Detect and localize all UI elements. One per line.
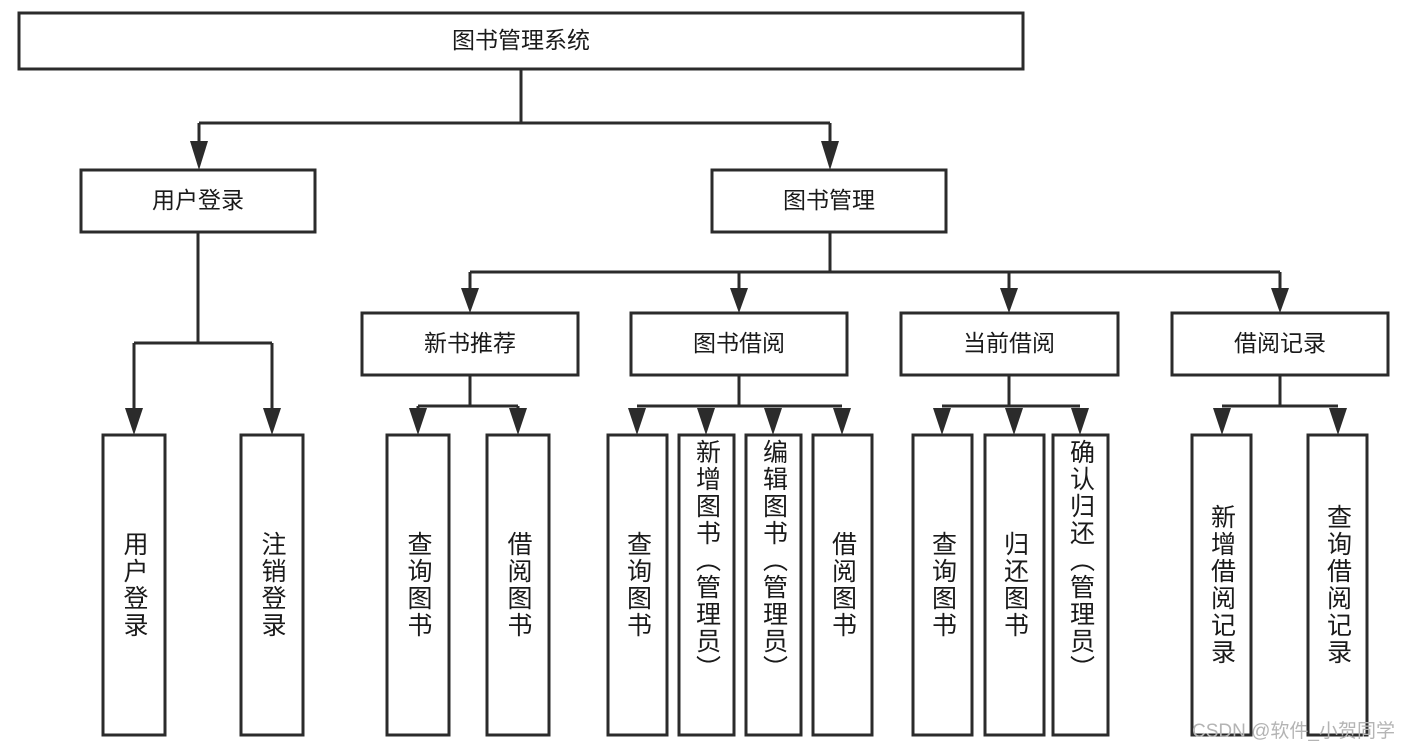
connector-new-book-rec-to-leaves [409, 375, 527, 435]
leaf-return-book-box[interactable] [983, 433, 1046, 737]
connector-borrow-record-to-leaves [1213, 375, 1347, 435]
arrowhead-current-borrow [1000, 288, 1018, 313]
node-book-borrow-label: 图书借阅 [693, 330, 785, 356]
connector-current-borrow-to-leaves [933, 375, 1089, 435]
arrowhead-leaf-logout [263, 408, 281, 435]
leaf-query-book-1-box[interactable] [385, 433, 451, 737]
arrowhead-leaf-query-record [1329, 408, 1347, 435]
leaf-user-login-label: 用户登录 [120, 531, 148, 639]
arrowhead-user-login [190, 141, 208, 170]
leaf-edit-book[interactable]: 编辑图书（管理员） [746, 435, 801, 735]
node-current-borrow-box[interactable] [899, 311, 1120, 377]
arrowhead-borrow-record [1271, 288, 1289, 313]
node-borrow-record-box[interactable] [1170, 311, 1390, 377]
leaf-logout[interactable]: 注销登录 [241, 435, 303, 735]
connector-root-to-level2 [190, 69, 839, 170]
node-user-login[interactable]: 用户登录 [79, 168, 317, 234]
node-borrow-record[interactable]: 借阅记录 [1170, 311, 1390, 377]
leaf-query-book-2[interactable]: 查询图书 [608, 435, 667, 735]
arrowhead-leaf-query-book-2 [628, 408, 646, 435]
leaf-add-record-label: 新增借阅记录 [1207, 504, 1236, 666]
leaf-add-book-box[interactable] [677, 433, 736, 737]
arrowhead-leaf-add-book [697, 408, 715, 435]
connector-book-manage-to-level3 [461, 232, 1289, 313]
leaf-confirm-return-box[interactable] [1051, 433, 1110, 737]
connector-book-borrow-to-leaves [628, 375, 851, 435]
arrowhead-book-borrow [730, 288, 748, 313]
leaf-query-book-1-label: 查询图书 [404, 531, 432, 639]
leaf-logout-box[interactable] [239, 433, 305, 737]
leaf-add-record[interactable]: 新增借阅记录 [1192, 435, 1251, 735]
node-book-manage-label: 图书管理 [783, 187, 875, 213]
leaf-logout-label: 注销登录 [258, 531, 286, 639]
leaf-user-login[interactable]: 用户登录 [103, 435, 165, 735]
node-book-manage[interactable]: 图书管理 [710, 168, 948, 234]
node-new-book-rec-box[interactable] [360, 311, 580, 377]
node-new-book-rec[interactable]: 新书推荐 [360, 311, 580, 377]
node-user-login-box[interactable] [79, 168, 317, 234]
node-root-label: 图书管理系统 [452, 27, 590, 53]
leaf-query-book-3-label: 查询图书 [928, 531, 957, 639]
node-current-borrow-label: 当前借阅 [963, 330, 1055, 356]
arrowhead-leaf-confirm-return [1071, 408, 1089, 435]
arrowhead-book-manage [821, 141, 839, 170]
arrowhead-leaf-query-book-1 [409, 408, 427, 435]
node-current-borrow[interactable]: 当前借阅 [899, 311, 1120, 377]
node-root-box[interactable] [17, 11, 1025, 71]
leaf-borrow-book-2[interactable]: 借阅图书 [813, 435, 872, 735]
node-new-book-rec-label: 新书推荐 [424, 330, 516, 356]
node-borrow-record-label: 借阅记录 [1234, 330, 1326, 356]
connector-user-login-to-leaves [125, 232, 281, 435]
node-book-borrow[interactable]: 图书借阅 [629, 311, 849, 377]
leaf-return-book[interactable]: 归还图书 [985, 435, 1044, 735]
leaf-query-book-3-box[interactable] [911, 433, 974, 737]
leaf-user-login-box[interactable] [101, 433, 167, 737]
leaf-add-book[interactable]: 新增图书（管理员） [679, 435, 734, 735]
arrowhead-leaf-return-book [1005, 408, 1023, 435]
leaf-boxes [101, 433, 1369, 737]
leaf-borrow-book-1[interactable]: 借阅图书 [487, 435, 549, 735]
arrowhead-new-book-rec [461, 288, 479, 313]
node-book-manage-box[interactable] [710, 168, 948, 234]
leaf-add-book-label: 新增图书（管理员） [692, 439, 721, 682]
arrowhead-leaf-query-book-3 [933, 408, 951, 435]
leaf-query-record-box[interactable] [1306, 433, 1369, 737]
leaf-query-book-2-label: 查询图书 [623, 531, 652, 639]
arrowhead-leaf-edit-book [764, 408, 782, 435]
leaf-query-record-label: 查询借阅记录 [1323, 504, 1352, 666]
arrowhead-leaf-borrow-book-1 [509, 408, 527, 435]
leaf-query-book-2-box[interactable] [606, 433, 669, 737]
leaf-edit-book-label: 编辑图书（管理员） [759, 439, 788, 682]
leaf-borrow-book-1-box[interactable] [485, 433, 551, 737]
node-user-login-label: 用户登录 [152, 187, 244, 213]
leaf-return-book-label: 归还图书 [1000, 531, 1029, 639]
leaf-borrow-book-1-label: 借阅图书 [504, 531, 532, 639]
arrowhead-leaf-borrow-book-2 [833, 408, 851, 435]
leaf-add-record-box[interactable] [1190, 433, 1253, 737]
node-book-borrow-box[interactable] [629, 311, 849, 377]
node-root[interactable]: 图书管理系统 [17, 11, 1025, 71]
arrowhead-leaf-add-record [1213, 408, 1231, 435]
leaf-query-record[interactable]: 查询借阅记录 [1308, 435, 1367, 735]
leaf-edit-book-box[interactable] [744, 433, 803, 737]
leaf-borrow-book-2-box[interactable] [811, 433, 874, 737]
leaf-query-book-3[interactable]: 查询图书 [913, 435, 972, 735]
leaf-borrow-book-2-label: 借阅图书 [828, 531, 857, 639]
csdn-watermark: CSDN @软件_小贺同学 [1192, 721, 1395, 742]
leaf-confirm-return[interactable]: 确认归还（管理员） [1053, 435, 1108, 735]
leaf-query-book-1[interactable]: 查询图书 [387, 435, 449, 735]
arrowhead-leaf-user-login [125, 408, 143, 435]
leaf-confirm-return-label: 确认归还（管理员） [1066, 439, 1095, 682]
